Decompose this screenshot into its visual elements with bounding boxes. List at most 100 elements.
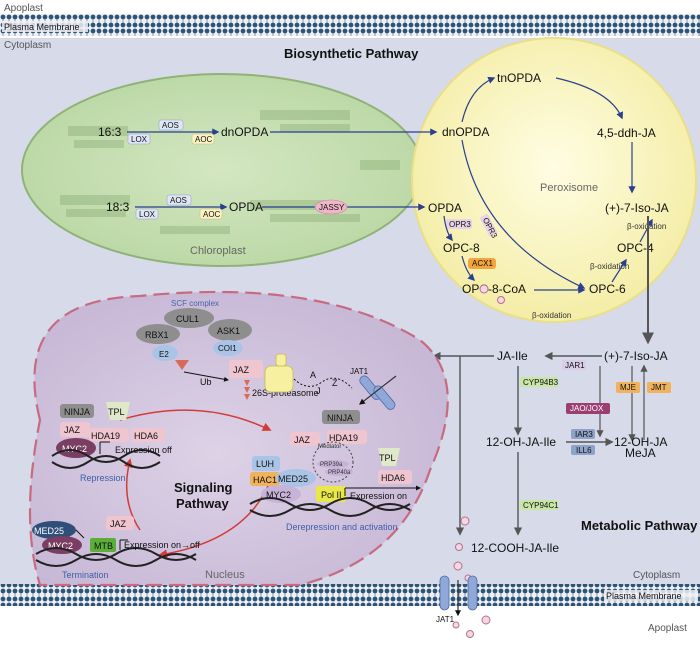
proteasome-label: 26S-proteasome: [252, 388, 319, 398]
enzyme-mje: MJE: [620, 383, 636, 392]
jassy-label: JASSY: [319, 203, 345, 212]
chem-ja-ile: JA-Ile: [497, 349, 528, 363]
cul1-label: CUL1: [176, 314, 199, 324]
peroxisome-arrows: [443, 76, 653, 294]
biosynthetic-pathway-title: Biosynthetic Pathway: [284, 46, 419, 61]
chem-meja: MeJA: [625, 446, 656, 460]
enzyme-opr3-a: OPR3: [449, 220, 471, 229]
tpl-label-activation: TPL: [379, 453, 396, 463]
termination-label: Termination: [62, 570, 109, 580]
enzyme-acx1: ACX1: [472, 259, 493, 268]
hac1-label: HAC1: [253, 475, 277, 485]
jat1-label-bottom: JAT1: [436, 615, 455, 624]
chem-ddh-ja: 4,5-ddh-JA: [597, 126, 656, 140]
myc2-label-termination: MYC2: [48, 541, 73, 551]
jat1-transporter-bottom: [439, 575, 478, 617]
chem-12-oh-ja-ile: 12-OH-JA-Ile: [486, 435, 556, 449]
chem-opc-8-coa: OPC-8-CoA: [462, 282, 526, 296]
apoplast-top-label: Apoplast: [4, 3, 43, 14]
enzyme-lox-2: LOX: [139, 210, 156, 219]
med25-label-termination: MED25: [34, 526, 64, 536]
myc2-label-repression: MYC2: [62, 444, 87, 454]
expression-off-label: Expression off: [115, 445, 172, 455]
thylakoid-stacks: [60, 110, 400, 234]
chem-tnopda: tnOPDA: [497, 71, 541, 85]
mediator-complex: [312, 441, 354, 483]
jat1-transporter-nuclear: [359, 375, 397, 410]
coi1-protein: [213, 340, 243, 356]
chem-opc-4: OPC-4: [617, 241, 654, 255]
chem-18-3: 18:3: [106, 200, 130, 214]
chem-16-3: 16:3: [98, 125, 122, 139]
jaz-label-repression: JAZ: [64, 425, 81, 435]
mediator-label: Mediator: [318, 444, 341, 450]
hda6-label-activation: HDA6: [381, 473, 405, 483]
termination-complex: JAZ MED25 MYC2 MTB Expression on→off: [32, 516, 200, 567]
apoplast-bottom-label: Apoplast: [648, 623, 687, 634]
enzyme-lox-1: LOX: [131, 135, 148, 144]
jaz-label-termination: JAZ: [110, 519, 127, 529]
repression-complex: NINJA TPL JAZ HDA19 HDA6 MYC2 Expression…: [51, 402, 172, 469]
ninja-label-activation: NINJA: [327, 413, 353, 423]
jat1-label-top: JAT1: [350, 367, 369, 376]
enzyme-iar3: IAR3: [575, 430, 593, 439]
rbx1-label: RBX1: [145, 330, 169, 340]
hda19-label-repression: HDA19: [91, 431, 120, 441]
hda19-label-activation: HDA19: [329, 433, 358, 443]
ub-label: Ub: [200, 377, 212, 387]
chem-dnopda: dnOPDA: [442, 125, 489, 139]
fragment-z: Z: [332, 378, 338, 388]
ubiquitin-chain-icon: [244, 380, 250, 400]
peroxisome: [411, 37, 697, 323]
enzyme-aoc-1: AOC: [195, 135, 213, 144]
proteasome-icon: [264, 353, 294, 393]
plasma-membrane-bottom: [0, 584, 700, 606]
fragment-j: J: [316, 386, 321, 396]
enzyme-aos-1: AOS: [162, 121, 179, 130]
enzyme-aos-2: AOS: [170, 196, 187, 205]
cytoplasm-bottom-label: Cytoplasm: [633, 570, 680, 581]
metabolic-pathway-title: Metabolic Pathway: [581, 518, 698, 533]
beta-oxidation-2: β-oxidation: [590, 262, 629, 271]
jaz-label-scf: JAZ: [233, 365, 250, 375]
med25-label-activation: MED25: [278, 474, 308, 484]
chem-7-iso-ja: (+)-7-Iso-JA: [604, 349, 668, 363]
chem-opda-chloroplast: OPDA: [229, 200, 263, 214]
activation-complex: NINJA JAZ HDA19 TPL HDA6 LUH HAC1 MED25 …: [249, 410, 421, 517]
ubiquitin-icon: [175, 360, 189, 370]
plasma-membrane-top: [0, 14, 700, 36]
chloroplast-label: Chloroplast: [190, 245, 246, 257]
cytoplasm-top-label: Cytoplasm: [4, 40, 51, 51]
scf-complex-label: SCF complex: [171, 299, 219, 308]
enzyme-cyp94b3: CYP94B3: [523, 378, 559, 387]
pol-ii-label: Pol II: [321, 490, 342, 500]
e2-label: E2: [159, 350, 169, 359]
mtb-label: MTB: [94, 541, 113, 551]
plasma-membrane-bottom-label: Plasma Membrane: [606, 591, 682, 601]
enzyme-cyp94c1: CYP94C1: [523, 501, 559, 510]
e2-protein: [152, 345, 178, 361]
ninja-label-repression: NINJA: [64, 407, 90, 417]
repression-label: Repression: [80, 473, 126, 483]
enzyme-jao-jox: JAO/JOX: [570, 404, 604, 413]
chem-dnopda-chloroplast: dnOPDA: [221, 125, 268, 139]
peroxisome-label: Peroxisome: [540, 182, 598, 194]
cul1-protein: [164, 308, 214, 328]
chem-12-cooh-ja-ile: 12-COOH-JA-Ile: [471, 541, 559, 555]
luh-label: LUH: [256, 459, 274, 469]
nucleus-label: Nucleus: [205, 569, 245, 581]
chem-12-oh-ja: 12-OH-JA: [614, 435, 667, 449]
signaling-pathway-title-2: Pathway: [176, 496, 230, 511]
nucleus: [28, 290, 449, 587]
fragment-a: A: [310, 370, 316, 380]
signaling-pathway-title-1: Signaling: [174, 480, 233, 495]
expression-on-off-label: Expression on→off: [124, 540, 200, 550]
chem-opc-6: OPC-6: [589, 282, 626, 296]
jassy-transporter: [314, 199, 348, 215]
plasma-membrane-top-label: Plasma Membrane: [4, 22, 80, 32]
enzyme-jmt: JMT: [651, 383, 667, 392]
prp39a-label: PRP39a: [320, 462, 343, 468]
ask1-label: ASK1: [217, 326, 240, 336]
tpl-label-repression: TPL: [108, 407, 125, 417]
